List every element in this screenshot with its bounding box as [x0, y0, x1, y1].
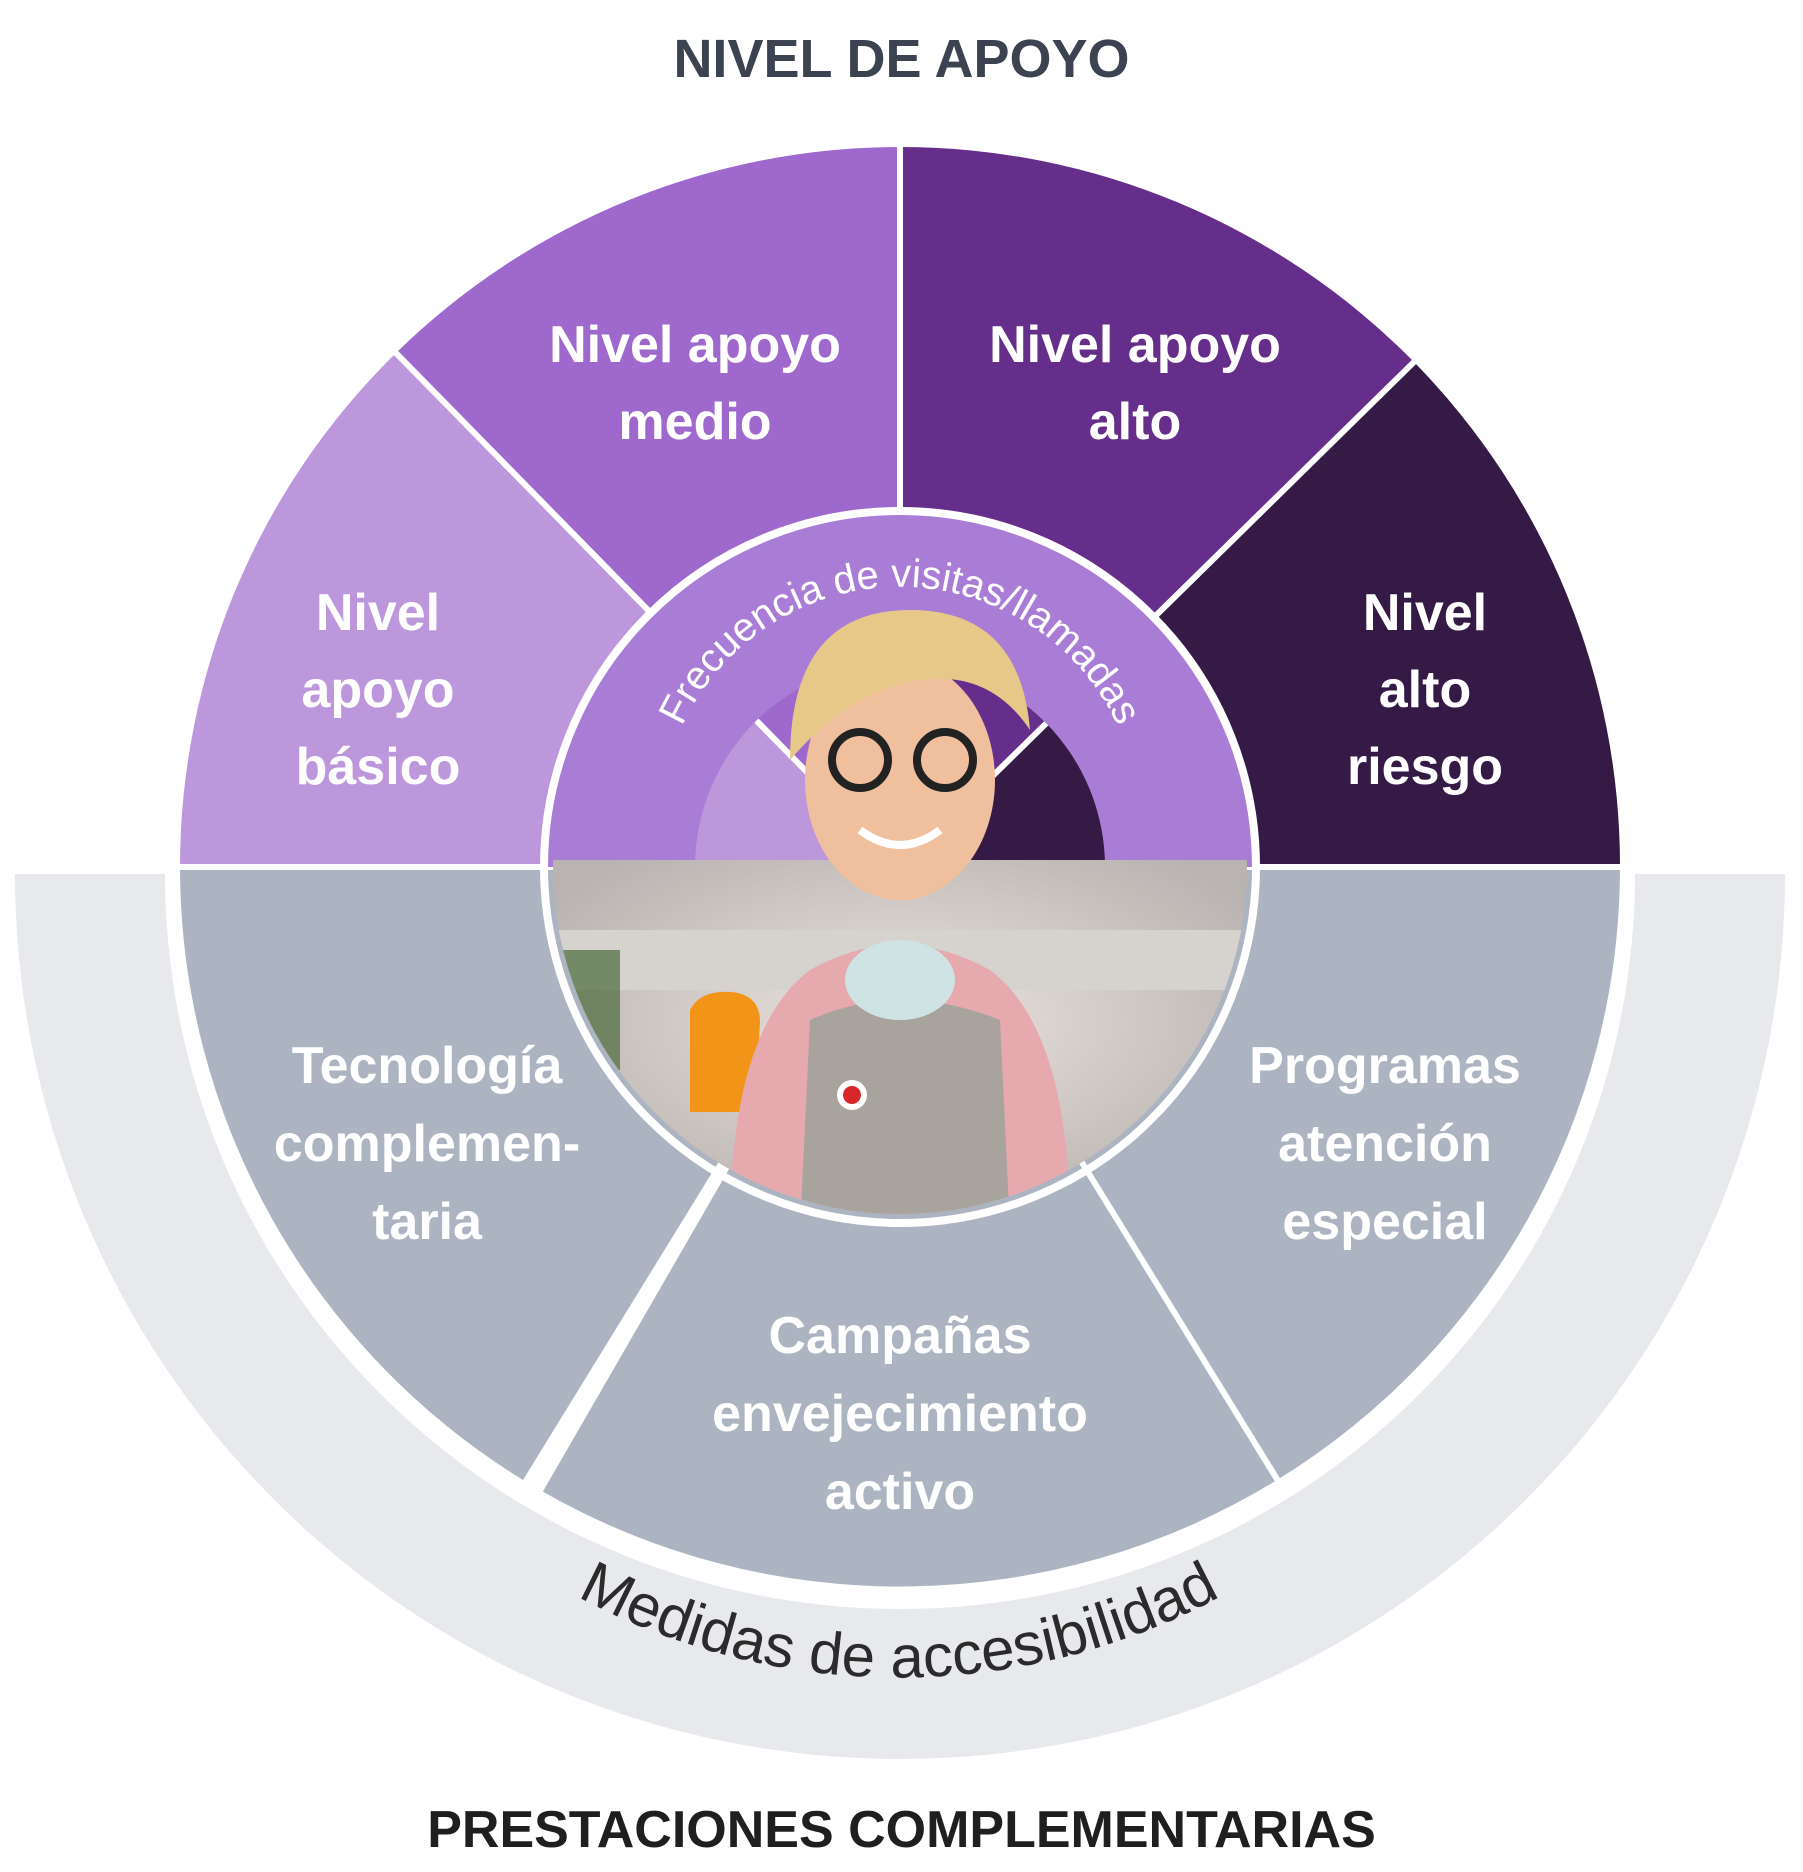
- label-active-aging-campaigns-line: Campañas: [769, 1307, 1032, 1365]
- label-special-care-programs-line: especial: [1282, 1193, 1487, 1251]
- label-special-care-programs-line: atención: [1278, 1115, 1492, 1173]
- label-high-risk-line: Nivel: [1363, 584, 1487, 642]
- label-special-care-programs: Programas atención especial: [1249, 1037, 1521, 1251]
- accessibility-outer-band: [15, 874, 1785, 1759]
- visit-frequency-ring: [547, 514, 1253, 867]
- label-medium-support: Nivel apoyo medio: [549, 316, 841, 451]
- label-complementary-technology-line: Tecnología: [292, 1037, 564, 1095]
- center-outline: [540, 507, 1260, 1227]
- label-special-care-programs-line: Programas: [1249, 1037, 1521, 1095]
- label-active-aging-campaigns: Campañas envejecimiento activo: [712, 1307, 1088, 1521]
- diagram-title-support-level: NIVEL DE APOYO: [673, 29, 1130, 89]
- label-high-risk-line: riesgo: [1347, 738, 1503, 796]
- label-basic-support-line: Nivel: [316, 584, 440, 642]
- label-complementary-technology-line: taria: [372, 1193, 483, 1251]
- label-complementary-technology: Tecnología complemen-taria: [274, 1037, 580, 1251]
- label-medium-support-line: medio: [618, 393, 771, 451]
- label-basic-support-line: apoyo: [301, 661, 454, 719]
- label-active-aging-campaigns-line: envejecimiento: [712, 1385, 1088, 1443]
- label-high-support-line: alto: [1089, 393, 1181, 451]
- label-basic-support: Nivel apoyo básico: [296, 584, 461, 796]
- label-active-aging-campaigns-line: activo: [825, 1463, 975, 1521]
- label-medium-support-line: Nivel apoyo: [549, 316, 841, 374]
- label-high-support-line: Nivel apoyo: [989, 316, 1281, 374]
- diagram-title-complementary-services: PRESTACIONES COMPLEMENTARIAS: [427, 1801, 1376, 1859]
- label-high-support: Nivel apoyo alto: [989, 316, 1281, 451]
- label-high-risk: Nivel alto riesgo: [1347, 584, 1503, 796]
- label-high-risk-line: alto: [1379, 661, 1471, 719]
- label-complementary-technology-line: complemen-: [274, 1115, 580, 1173]
- label-basic-support-line: básico: [296, 738, 461, 796]
